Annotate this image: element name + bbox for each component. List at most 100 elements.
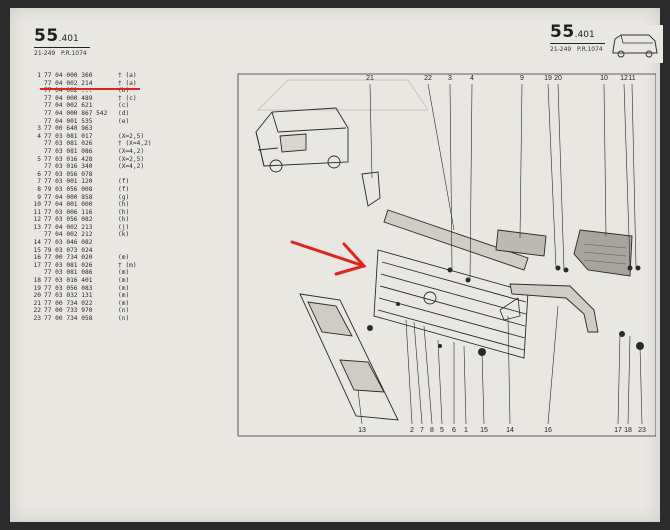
parts-list-row: 77 04 002 621(c) [32,102,168,110]
part-reference: 77 03 081 086 [44,147,93,155]
page-number-big: 55 [34,26,59,46]
part-reference: 77 00 640 963 [44,125,93,133]
part-index: 13 [33,223,41,231]
part-note: (b) [118,87,130,95]
part-index [32,140,41,148]
callout-label: 11 [628,75,635,82]
leader-line [547,83,557,269]
part-reference: 77 04 002 213 [44,223,93,231]
part-note: (f) [118,185,130,193]
part-reference: 77 03 016 401 [44,277,93,285]
header-codes-left: 21-249 P.R.1074 [34,50,87,57]
leader-line [423,325,433,425]
part-reference: 79 03 073 024 [44,246,93,254]
callout-label: 3 [448,75,452,82]
leader-line [631,83,637,269]
leader-line [603,83,607,237]
leader-line [369,83,373,179]
part-index: 23 [33,315,41,322]
part-index: 4 [37,132,41,140]
part-index: 7 [37,178,41,186]
page-number-small: .401 [58,34,79,44]
part-index [32,95,41,103]
part-reference: 77 00 733 970 [44,307,93,315]
part-9-lens [495,229,547,257]
page-number-big-right: 55 [550,22,575,42]
part-13-plate [299,293,399,421]
part-reference: 77 00 734 020 [44,254,93,262]
part-reference: 77 00 734 022 [44,299,93,307]
part-22-bar [383,209,529,271]
part-index [32,163,41,171]
callout-label: 4 [470,75,474,82]
code-left: 21-249 [34,50,56,57]
leader-line [617,333,621,425]
part-reference: 77 04 001 000 [44,201,93,209]
callout-label: 10 [600,75,608,82]
part-reference: 77 03 081 026 [44,261,93,269]
leader-line [449,83,453,271]
part-note: (m) [118,269,130,277]
part-note: † (c) [118,94,137,102]
callout-label: 2 [410,427,414,434]
fasteners [367,265,644,356]
part-note: (g) [118,193,130,201]
part-reference: 77 03 006 116 [44,208,93,216]
part-note: (m) [118,277,130,285]
part-reference: 77 04 000 858 [44,193,93,201]
part-index: 22 [33,307,41,315]
callout-label: 9 [520,75,524,82]
part-index [32,269,41,277]
parts-list-row: 77 04 002 ... (b) [32,87,168,95]
part-note: † (a) [118,72,137,79]
part-note: (e) [118,117,130,125]
part-index: 14 [33,239,41,247]
parts-list-row: 77 04 000 867 542(d) [32,110,168,118]
part-index: 17 [33,261,41,269]
part-reference: 77 03 016 428 [44,155,93,163]
part-note: (X=2,5) [118,155,145,163]
callout-label: 23 [638,427,646,434]
parts-list-row: 77 04 001 535(e) [32,118,168,126]
part-reference: 77 03 001 120 [44,178,93,186]
part-note: (h) [118,208,130,216]
header-rule-left [34,47,90,49]
code-right: P.R.1074 [61,50,87,57]
part-index [32,148,41,156]
leader-line [357,389,363,425]
part-index: 6 [37,170,41,178]
part-reference: 77 03 046 082 [44,239,93,247]
part-note: (m) [118,254,130,262]
leader-line [481,351,485,425]
part-index: 19 [33,284,41,292]
leader-line [405,319,413,425]
callout-label: 13 [358,427,366,434]
part-index: 12 [33,216,41,224]
callout-label: 7 [420,427,424,434]
callout-label: 18 [624,427,632,434]
part-index: 20 [33,292,41,300]
leader-line [627,335,631,425]
parts-list-row: 77 04 000 489 † (c) [32,95,168,103]
part-reference: 77 03 081 086 [44,269,93,277]
part-reference: 77 04 002 ... [44,87,93,95]
grille-part [373,249,529,359]
part-reference: 77 04 000 867 542 [44,109,108,117]
van-illustration [255,107,349,173]
page-header-left: 55.401 [34,26,79,46]
part-note: † (X=4,2) [118,140,152,148]
part-reference: 77 03 032 131 [44,292,93,300]
leader-line [427,83,455,231]
part-reference: 77 04 000 489 [44,94,93,102]
parts-list-row: 77 03 016 340(X=4,2) [32,163,168,171]
part-index: 3 [37,125,41,133]
